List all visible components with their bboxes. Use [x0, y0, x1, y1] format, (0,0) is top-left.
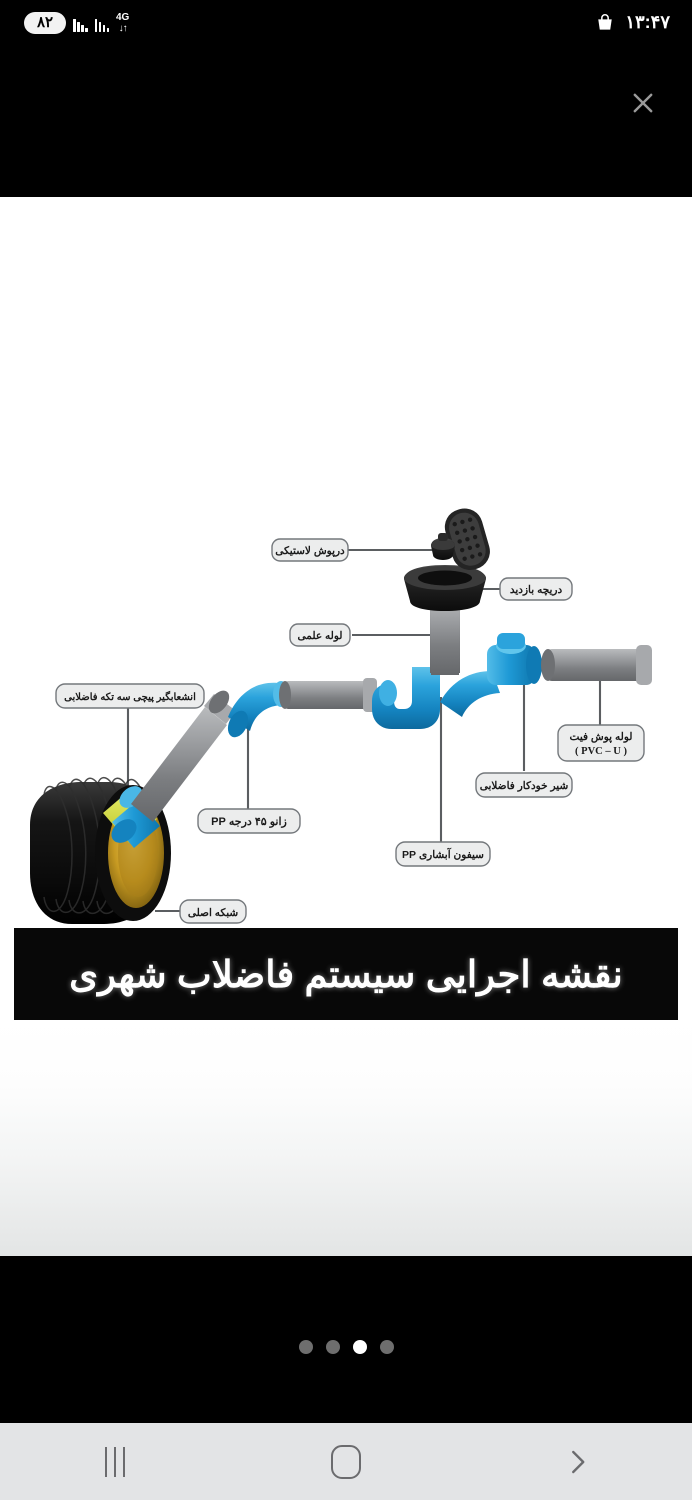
label-science-pipe: لوله علمی	[289, 623, 351, 647]
right-horizontal-gray-pipe	[541, 645, 652, 685]
label-screw-branch-saddle: انشعابگیر پیچی سه تکه فاضلابی	[55, 683, 205, 709]
status-bar-clock: ۱۳:۴۷	[625, 12, 670, 32]
label-rubber-cap: درپوش لاستیکی	[271, 538, 349, 562]
carousel-page-indicator[interactable]	[0, 1337, 692, 1357]
shopping-bag-icon	[598, 14, 613, 30]
label-rubber-cap-text: درپوش لاستیکی	[275, 545, 345, 557]
status-bar: ۸۲ 4G ↓↑ ۱۳:۴۷	[0, 0, 692, 58]
page-dot-4[interactable]	[379, 1340, 394, 1354]
label-pushfit-pipe: لوله پوش فیت ( PVC – U )	[557, 724, 645, 762]
inclined-gray-pipe	[131, 690, 236, 822]
diagram-title-text: نقشه اجرایی سیستم فاضلاب شهری	[69, 953, 623, 995]
close-button[interactable]	[624, 84, 662, 122]
label-main-network: شبکه اصلی	[179, 899, 247, 924]
label-cascade-siphon-pp-text: سیفون آبشاری PP	[402, 847, 484, 861]
label-inspection-hatch-text: دریچه بازدید	[510, 584, 563, 596]
network-type-label: 4G	[116, 11, 130, 23]
left-horizontal-gray-pipe	[279, 678, 377, 712]
label-cascade-siphon-pp: سیفون آبشاری PP	[395, 841, 491, 867]
data-arrows-label: ↓↑	[118, 22, 128, 34]
image-viewer-media[interactable]: درپوش لاستیکی دریچه بازدید لوله علمی انش…	[0, 197, 692, 1256]
status-bar-right: ۱۳:۴۷	[595, 12, 670, 33]
label-screw-branch-saddle-text: انشعابگیر پیچی سه تکه فاضلابی	[64, 690, 196, 703]
android-navigation-bar	[0, 1423, 692, 1500]
close-icon	[633, 93, 653, 113]
label-pushfit-pipe-text: لوله پوش فیت	[570, 731, 633, 743]
recents-button[interactable]	[0, 1446, 231, 1477]
signal-bars-sim2-icon	[94, 15, 109, 32]
signal-bars-sim1-icon	[73, 15, 88, 32]
leader-lines	[126, 548, 602, 913]
label-science-pipe-text: لوله علمی	[298, 630, 343, 642]
label-pushfit-pipe-text-2: ( PVC – U )	[575, 746, 627, 757]
rubber-cap-part	[431, 533, 455, 560]
mobile-data-icon: 4G ↓↑	[116, 11, 130, 34]
page-dot-1[interactable]	[298, 1340, 313, 1354]
home-button[interactable]	[231, 1444, 462, 1479]
diagram-labels: درپوش لاستیکی دریچه بازدید لوله علمی انش…	[55, 538, 645, 924]
back-chevron-icon	[571, 1450, 585, 1473]
diagram-title-banner: نقشه اجرایی سیستم فاضلاب شهری	[14, 928, 678, 1020]
label-inspection-hatch: دریچه بازدید	[499, 577, 573, 601]
label-main-network-text: شبکه اصلی	[188, 907, 239, 919]
label-elbow-45-pp-text: زانو ۴۵ درجه PP	[211, 816, 287, 828]
page-dot-2[interactable]	[325, 1340, 340, 1354]
label-auto-sewer-valve: شیر خودکار فاضلابی	[475, 772, 573, 798]
media-gradient-tail	[0, 1020, 692, 1256]
home-icon	[331, 1444, 361, 1479]
label-auto-sewer-valve-text: شیر خودکار فاضلابی	[480, 780, 569, 792]
status-bar-left: ۸۲ 4G ↓↑	[24, 11, 130, 35]
inspection-hatch-part	[404, 508, 490, 611]
page-dot-3-active[interactable]	[352, 1340, 367, 1354]
back-button[interactable]	[461, 1445, 692, 1479]
label-elbow-45-pp: زانو ۴۵ درجه PP	[197, 808, 301, 834]
battery-percent-badge: ۸۲	[24, 12, 66, 35]
sewage-system-diagram: درپوش لاستیکی دریچه بازدید لوله علمی انش…	[0, 197, 692, 927]
recents-icon	[105, 1446, 126, 1477]
